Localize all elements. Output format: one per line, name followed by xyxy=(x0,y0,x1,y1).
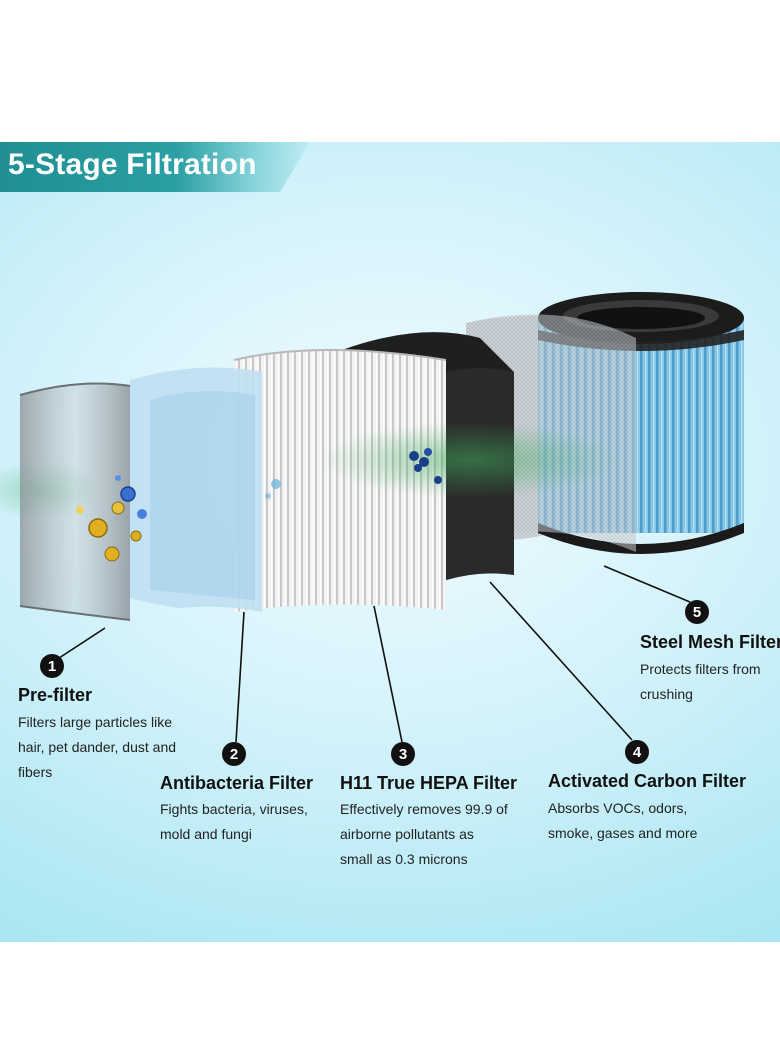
pre-filter xyxy=(19,382,131,621)
particle-icon xyxy=(409,448,442,484)
stage-5-badge: 5 xyxy=(685,600,709,624)
stage-2-badge: 2 xyxy=(222,742,246,766)
stage-1-description: Filters large particles like hair, pet d… xyxy=(18,714,177,780)
airflow-glow xyxy=(320,422,620,498)
stage-3-title: H11 True HEPA Filter xyxy=(340,773,518,793)
stage-4-title: Activated Carbon Filter xyxy=(548,771,747,791)
stage-2-title: Antibacteria Filter xyxy=(160,773,314,793)
stage-1-title: Pre-filter xyxy=(18,685,93,705)
stage-4-description: Absorbs VOCs, odors, smoke, gases and mo… xyxy=(548,800,698,841)
virus-icon xyxy=(115,475,281,519)
title-banner xyxy=(0,142,310,192)
bacteria-icon xyxy=(76,501,142,562)
page-title: 5-Stage Filtration xyxy=(8,148,257,181)
stage-4-badge: 4 xyxy=(625,740,649,764)
stage-1-badge: 1 xyxy=(40,654,64,678)
antibacteria-filter xyxy=(130,367,262,612)
hepa-filter xyxy=(233,349,447,612)
stage-3-badge: 3 xyxy=(391,742,415,766)
callout-lines xyxy=(55,565,691,743)
stage-3-description: Effectively removes 99.9 of airborne pol… xyxy=(340,801,508,867)
stage-5-title: Steel Mesh Filter xyxy=(640,632,780,652)
stage-2-description: Fights bacteria, viruses, mold and fungi xyxy=(160,801,308,842)
stage-5-description: Protects filters from crushing xyxy=(640,661,761,702)
